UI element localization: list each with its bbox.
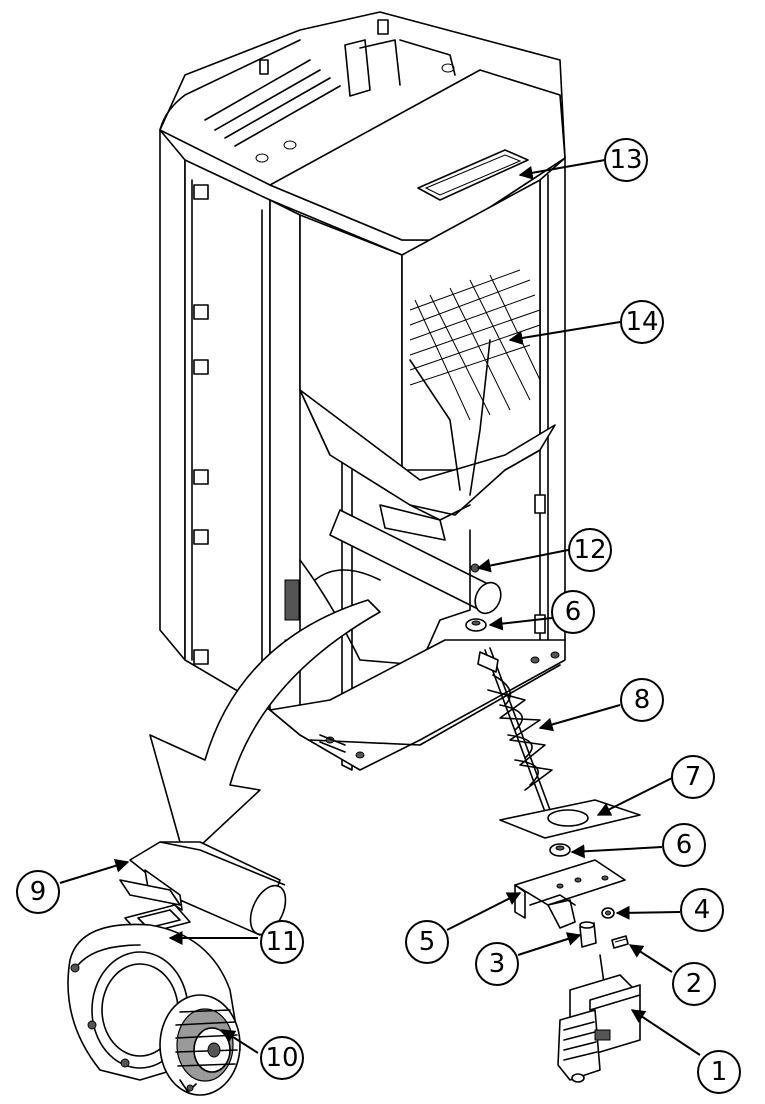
callout-5: 5: [405, 920, 449, 964]
heat-exchanger: [204, 19, 456, 163]
callout-6-lower: 6: [662, 823, 706, 867]
callout-label: 3: [489, 949, 506, 979]
detail-arrow: [149, 599, 381, 861]
gear-motor: [557, 954, 641, 1083]
callout-label: 8: [634, 685, 651, 715]
callout-2: 2: [672, 962, 716, 1006]
fan-assembly: [67, 841, 287, 1096]
hopper-grid: [409, 269, 541, 421]
callout-label: 6: [676, 830, 693, 860]
gasket-plate: [499, 799, 641, 839]
callout-1: 1: [697, 1050, 741, 1094]
lid-handle: [417, 149, 529, 201]
callout-3: 3: [475, 942, 519, 986]
callout-10: 10: [260, 1036, 304, 1080]
set-screw: [611, 935, 629, 949]
callout-13: 13: [604, 138, 648, 182]
callout-label: 5: [419, 927, 436, 957]
callout-label: 4: [694, 895, 711, 925]
auger-tube: [329, 504, 502, 615]
callout-label: 2: [686, 969, 703, 999]
stove-body: [159, 11, 566, 771]
callout-11: 11: [260, 920, 304, 964]
auger-screw: [465, 618, 554, 821]
nut: [601, 907, 615, 919]
callout-label: 13: [609, 145, 642, 175]
callout-4: 4: [680, 888, 724, 932]
callout-9: 9: [16, 870, 60, 914]
coupling: [579, 921, 597, 948]
side-slots: [193, 184, 209, 665]
callout-14: 14: [620, 300, 664, 344]
leader-lines: [59, 159, 701, 1056]
callout-label: 7: [685, 762, 702, 792]
callout-label: 10: [265, 1043, 298, 1073]
callout-label: 1: [711, 1057, 728, 1087]
callout-6-upper: 6: [551, 590, 595, 634]
bushing-lower: [549, 843, 571, 857]
callout-8: 8: [620, 678, 664, 722]
callout-label: 6: [565, 597, 582, 627]
callout-7: 7: [671, 755, 715, 799]
callout-12: 12: [568, 528, 612, 572]
motor-bracket: [514, 859, 626, 929]
callout-label: 9: [30, 877, 47, 907]
callout-label: 12: [573, 535, 606, 565]
callout-label: 14: [625, 307, 658, 337]
callout-label: 11: [265, 927, 298, 957]
